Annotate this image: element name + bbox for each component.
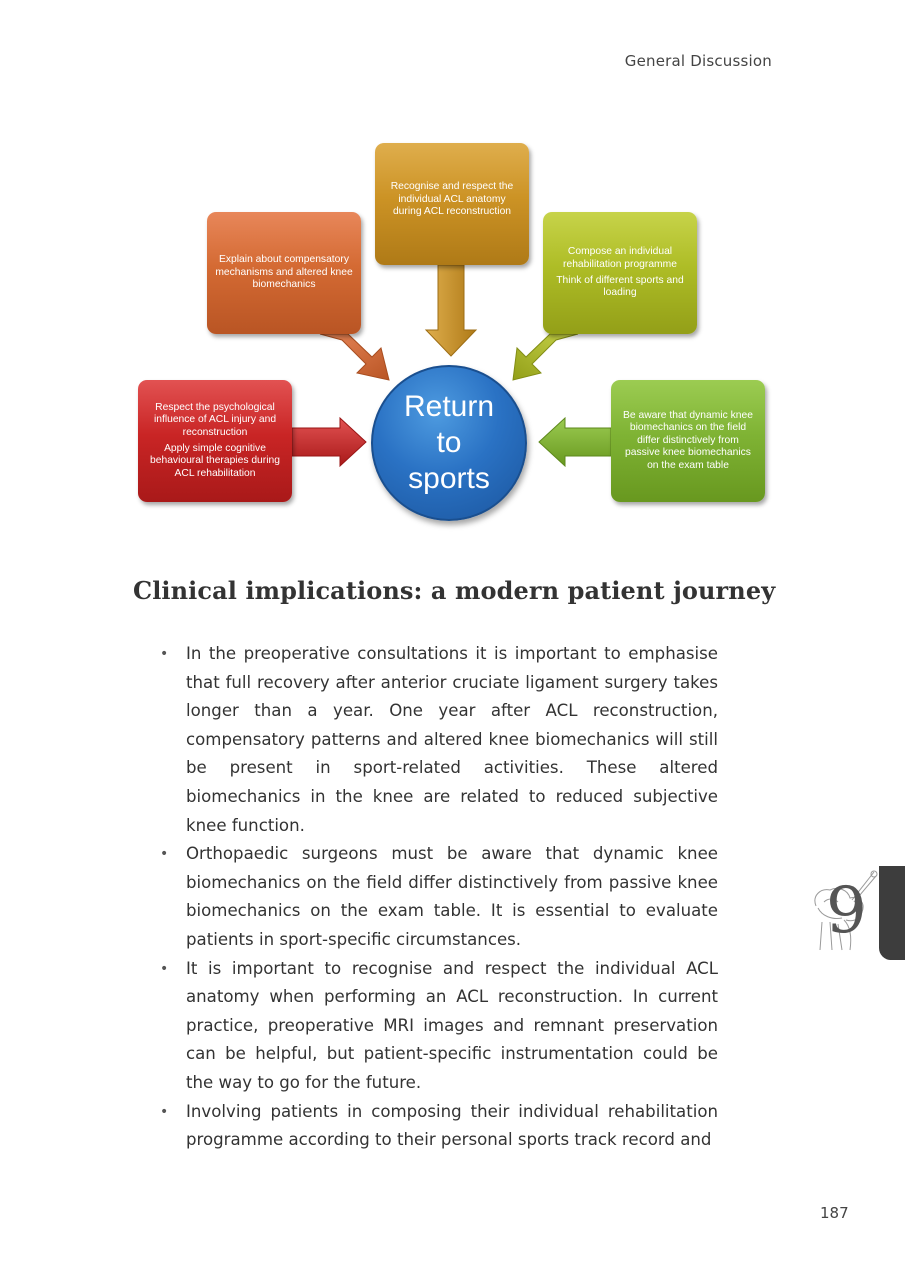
knee-illustration-icon xyxy=(814,870,878,951)
box-dynamic-text: Be aware that dynamic knee biomechanics … xyxy=(623,409,753,471)
section-title: Clinical implications: a modern patient … xyxy=(133,576,776,605)
box-psychological-text-2: Apply simple cognitive behavioural thera… xyxy=(150,442,280,479)
chapter-number: 9 xyxy=(826,874,867,948)
box-psychological-influence: Respect the psychological influence of A… xyxy=(138,380,292,502)
box-rehabilitation-text-1: Compose an individual rehabilitation pro… xyxy=(563,246,677,270)
box-dynamic-biomechanics: Be aware that dynamic knee biomechanics … xyxy=(611,380,765,502)
list-item: It is important to recognise and respect… xyxy=(160,955,718,1098)
list-item: Orthopaedic surgeons must be aware that … xyxy=(160,840,718,954)
return-to-sports-circle: Return to sports xyxy=(371,365,527,521)
return-to-sports-diagram: Explain about compensatory mechanisms an… xyxy=(0,0,905,560)
page-number: 187 xyxy=(820,1204,849,1222)
list-item: In the preoperative consultations it is … xyxy=(160,640,718,840)
list-item: Involving patients in composing their in… xyxy=(160,1098,718,1155)
arrow-anatomy xyxy=(424,264,478,357)
arrow-compensatory-shape xyxy=(319,333,390,381)
box-compensatory-text: Explain about compensatory mechanisms an… xyxy=(215,254,353,291)
box-compensatory-mechanisms: Explain about compensatory mechanisms an… xyxy=(207,212,361,334)
arrow-psychological xyxy=(291,416,367,468)
box-anatomy-text: Recognise and respect the individual ACL… xyxy=(390,181,514,218)
clinical-implications-list: In the preoperative consultations it is … xyxy=(160,640,718,1155)
running-head: General Discussion xyxy=(624,52,772,70)
box-rehabilitation-text-2: Think of different sports and loading xyxy=(556,274,684,299)
box-psychological-text-1: Respect the psychological influence of A… xyxy=(153,401,277,438)
box-acl-anatomy: Recognise and respect the individual ACL… xyxy=(375,143,529,265)
arrow-dynamic xyxy=(538,416,612,468)
arrow-rehabilitation xyxy=(512,333,579,381)
diagram-arrows xyxy=(291,264,612,468)
chapter-tab xyxy=(879,866,905,960)
box-rehabilitation-programme: Compose an individual rehabilitation pro… xyxy=(543,212,697,334)
